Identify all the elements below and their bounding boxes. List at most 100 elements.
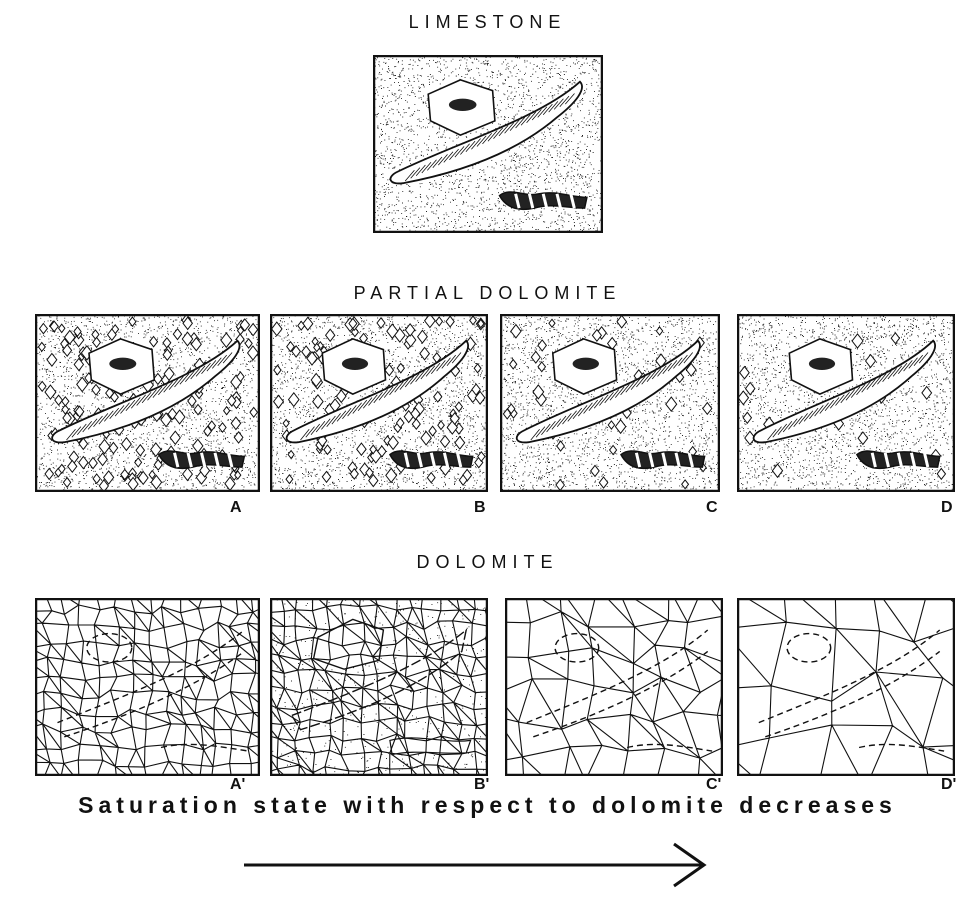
dolomite-rhomb bbox=[59, 324, 65, 332]
crystal-group bbox=[35, 598, 260, 776]
panel-frame bbox=[738, 599, 954, 775]
dolomite-rhomb bbox=[418, 330, 428, 343]
peloid-nucleus bbox=[573, 358, 599, 370]
dolomite-rhomb bbox=[891, 333, 899, 344]
peloid-nucleus bbox=[109, 358, 136, 370]
partial-drawing-d bbox=[737, 314, 955, 492]
dolomite-drawing-c-prime bbox=[505, 598, 723, 776]
dolomite-rhomb bbox=[38, 381, 46, 391]
dolomite-panel-c-prime bbox=[505, 598, 723, 776]
dolomite-rhomb bbox=[427, 473, 435, 483]
dolomite-rhomb bbox=[135, 458, 142, 467]
dolomite-panel-b-prime bbox=[270, 598, 488, 776]
dolomite-rhomb bbox=[163, 338, 171, 348]
dolomite-rhomb bbox=[93, 337, 101, 347]
dolomite-rhomb bbox=[388, 436, 398, 449]
panel-label-d: D bbox=[941, 499, 953, 517]
ghost-bioclast-upper bbox=[527, 630, 708, 723]
ghost-bioclast-lower bbox=[765, 651, 939, 736]
ghost-bioclast-upper bbox=[759, 630, 940, 723]
partial-drawing-a bbox=[35, 314, 260, 492]
dolomite-rhomb bbox=[538, 362, 546, 372]
peloid-nucleus bbox=[342, 358, 368, 370]
dolomite-rhomb bbox=[98, 453, 108, 465]
dolomite-rhomb bbox=[45, 468, 54, 479]
dolomite-rhomb bbox=[357, 443, 366, 455]
dolomite-rhomb bbox=[740, 367, 750, 379]
dolomite-rhomb bbox=[703, 403, 712, 415]
dolomite-rhomb bbox=[470, 316, 477, 325]
dolomite-rhomb bbox=[45, 385, 56, 399]
peloid-nucleus bbox=[809, 358, 835, 370]
panel-label-c: C bbox=[706, 499, 718, 517]
limestone-panel bbox=[373, 55, 603, 233]
dolomite-rhomb bbox=[599, 477, 608, 488]
dolomite-rhomb bbox=[194, 405, 202, 415]
dolomite-rhomb bbox=[283, 419, 289, 427]
dolomite-rhomb bbox=[455, 402, 462, 411]
dolomite-panel-a-prime bbox=[35, 598, 260, 776]
dolomite-rhomb bbox=[858, 432, 868, 444]
dolomite-rhomb bbox=[455, 436, 465, 449]
dolomite-rhomb bbox=[438, 421, 445, 430]
dolomite-rhomb bbox=[591, 465, 600, 476]
dolomite-rhomb bbox=[937, 468, 945, 479]
peloid-nucleus bbox=[449, 99, 477, 111]
dolomite-rhomb bbox=[617, 316, 627, 328]
dolomite-rhomb bbox=[245, 339, 252, 348]
dolomite-rhomb bbox=[556, 480, 564, 491]
dolomite-rhomb bbox=[129, 317, 136, 326]
dolomite-rhomb bbox=[170, 431, 180, 444]
dolomite-rhomb bbox=[40, 324, 48, 334]
partial-panel-a bbox=[35, 314, 260, 492]
dolomite-rhomb bbox=[122, 438, 132, 451]
dolomite-rhomb bbox=[289, 393, 300, 407]
dolomite-rhomb bbox=[615, 420, 625, 434]
partial-drawing-c bbox=[500, 314, 720, 492]
dolomite-rhomb bbox=[248, 324, 257, 336]
dolomite-rhomb bbox=[385, 365, 394, 376]
dolomite-rhomb bbox=[682, 480, 689, 489]
dolomite-rhomb bbox=[150, 337, 158, 347]
dolomite-rhomb bbox=[429, 426, 436, 436]
dolomite-rhomb bbox=[474, 364, 481, 373]
dolomite-rhomb bbox=[303, 317, 313, 330]
dolomite-rhomb bbox=[852, 334, 863, 348]
limestone-drawing bbox=[373, 55, 603, 233]
dolomite-rhomb bbox=[549, 319, 555, 327]
dolomite-rhomb bbox=[286, 475, 293, 484]
dolomite-drawing-a-prime bbox=[35, 598, 260, 776]
dolomite-rhomb bbox=[79, 457, 88, 469]
dolomite-rhomb bbox=[38, 342, 45, 351]
heading-limestone: LIMESTONE bbox=[0, 12, 975, 33]
dolomite-rhomb bbox=[55, 395, 63, 405]
dolomite-rhomb bbox=[69, 451, 78, 463]
dolomite-rhomb bbox=[221, 333, 232, 347]
dolomite-rhomb bbox=[511, 325, 521, 338]
panel-frame bbox=[506, 599, 722, 775]
dolomite-rhomb bbox=[557, 441, 565, 451]
dolomite-rhomb bbox=[183, 468, 193, 481]
dolomite-rhomb bbox=[324, 445, 331, 454]
dolomite-rhomb bbox=[272, 322, 282, 336]
panel-label-b: B bbox=[474, 499, 486, 517]
dolomite-rhomb bbox=[322, 471, 330, 482]
partial-drawing-b bbox=[270, 314, 488, 492]
dolomite-rhomb bbox=[866, 355, 876, 368]
dolomite-rhomb bbox=[250, 407, 258, 417]
dolomite-panel-d-prime bbox=[737, 598, 955, 776]
heading-dolomite: DOLOMITE bbox=[0, 552, 975, 573]
dolomite-rhomb bbox=[538, 340, 546, 351]
dolomite-rhomb bbox=[656, 327, 662, 335]
dolomite-rhomb bbox=[288, 451, 294, 459]
dolomite-rhomb bbox=[224, 407, 230, 415]
dolomite-rhomb bbox=[63, 478, 70, 488]
caption-saturation: Saturation state with respect to dolomit… bbox=[0, 792, 975, 819]
dolomite-rhomb bbox=[326, 329, 335, 341]
dolomite-rhomb bbox=[173, 329, 181, 340]
dolomite-rhomb bbox=[234, 432, 243, 443]
dolomite-rhomb bbox=[434, 392, 442, 403]
dolomite-rhomb bbox=[446, 316, 454, 327]
dolomite-rhomb bbox=[89, 458, 98, 469]
dolomite-drawing-d-prime bbox=[737, 598, 955, 776]
